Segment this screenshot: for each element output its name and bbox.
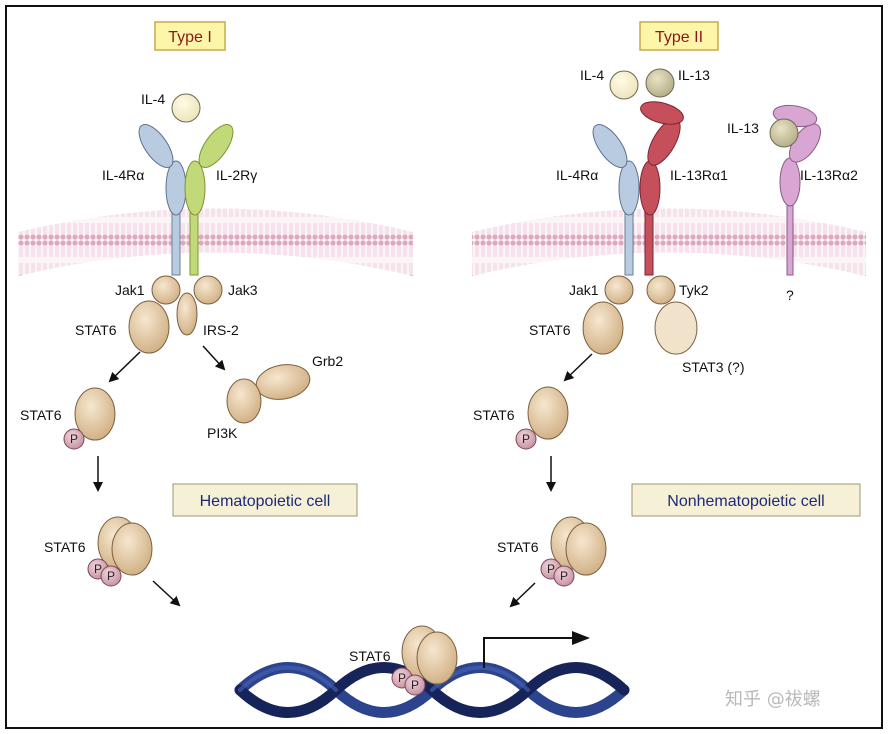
stat6-phospho-right [527,386,569,440]
arrow-irs2-pi3k [202,345,226,371]
phospho-group [404,674,426,696]
type1-cell-label: Hematopoietic cell [200,493,331,510]
type1-kinase-a-label: Jak1 [115,282,145,298]
type2-title: Type II [655,29,703,46]
phospho-label: P [547,562,555,576]
jak1-kinase-right [604,275,634,305]
type2-title-box [639,21,719,51]
type2-cell-label: Nonhematopoietic cell [667,493,824,510]
stat6-bound-left [128,300,170,354]
type1-stat-dimer-label: STAT6 [44,539,86,555]
type2-stat-bound-label: STAT6 [529,322,571,338]
arrow-to-nucleus-left [152,580,181,607]
watermark-text: 知乎 @祓螺 [725,689,821,710]
tyk2-kinase [646,275,676,305]
phospho-label: P [560,569,568,583]
type2-receptor-a-label: IL-4Rα [556,167,598,183]
type1-title: Type I [168,29,212,46]
il2rg-receptor [184,124,234,276]
il4ra-receptor-right [592,124,640,276]
stat6-bound-right [582,301,624,355]
type2-receptor-b-label: IL-13Rα1 [670,167,728,183]
type1-stat-bound-label: STAT6 [75,322,117,338]
nucleus-stat-label: STAT6 [349,648,391,664]
transcription-arrow [483,637,578,668]
jak1-kinase-left [151,275,181,305]
type1-stat-p-label: STAT6 [20,407,62,423]
type1-kinase-b-label: Jak3 [228,282,258,298]
type2-cell-box [631,483,861,517]
phospho-label: P [94,562,102,576]
pi3k-protein [226,378,262,424]
il4-ligand-right [609,70,639,100]
type2-kinase-b-label: Tyk2 [679,282,709,298]
type1-receptor-a-label: IL-4Rα [102,167,144,183]
il13-ligand [645,68,675,98]
type2-ligand-a-label: IL-4 [580,67,604,83]
type2-ligand-c-label: IL-13 [727,120,759,136]
phospho-group [63,428,85,450]
type1-adapter-label: IRS-2 [203,322,239,338]
il4-ligand [171,93,201,123]
type2-kinase-a-label: Jak1 [569,282,599,298]
type2-stat3-label: STAT3 (?) [682,359,745,375]
il13-ligand-decoy [769,118,799,148]
stat6-dimer-front-left [111,522,153,576]
arrow-stat6-release-left [108,351,141,383]
irs2-adapter [176,292,198,336]
il13ra1-receptor [639,101,684,276]
type1-grb-label: Grb2 [312,353,343,369]
type1-pi3k-label: PI3K [207,425,238,441]
phospho-group [515,428,537,450]
stat6-dimer-front-right [565,522,607,576]
stat6-dna-front [416,631,458,685]
phospho-label: P [411,678,419,692]
membrane-right [472,208,866,276]
phospho-group [100,565,122,587]
type1-receptor-b-label: IL-2Rγ [216,167,257,183]
type1-title-box [154,21,226,51]
figure-border [5,5,883,729]
jak3-kinase [193,275,223,305]
stat3-protein [654,301,698,355]
type2-ligand-b-label: IL-13 [678,67,710,83]
transcription-arrowhead [572,631,590,645]
phospho-label: P [398,671,406,685]
type2-stat-dimer-label: STAT6 [497,539,539,555]
phospho-label: P [70,432,78,446]
type1-cell-box [172,483,358,517]
il4ra-receptor-left [138,124,187,276]
type2-receptor-c-label: IL-13Rα2 [800,167,858,183]
phospho-label: P [522,432,530,446]
phospho-label: P [107,569,115,583]
stat6-phospho-left [74,387,116,441]
membrane-left [18,208,413,276]
arrow-to-nucleus-right [509,582,536,608]
phospho-group [553,565,575,587]
type2-stat-p-label: STAT6 [473,407,515,423]
type1-ligand-label: IL-4 [141,91,165,107]
arrow-stat6-release-right [563,353,593,382]
type2-unknown-label: ? [786,287,794,303]
